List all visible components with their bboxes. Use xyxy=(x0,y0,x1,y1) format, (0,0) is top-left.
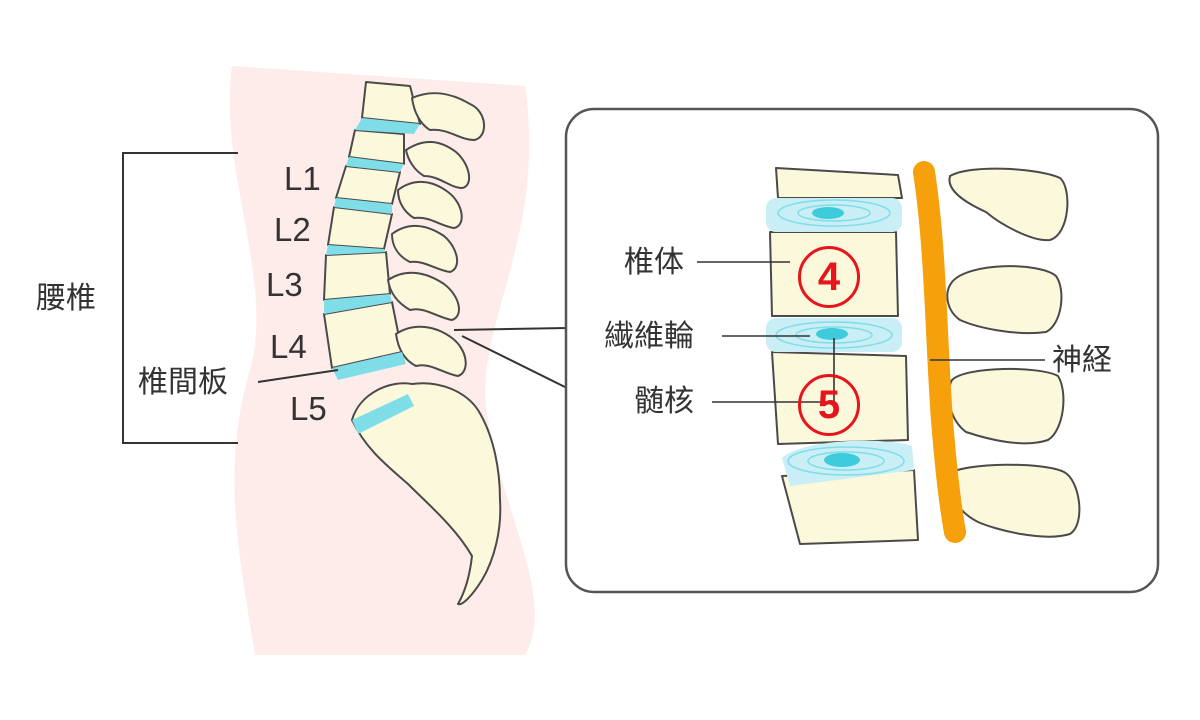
vertebra-l4 xyxy=(323,251,391,301)
vertebra-l3 xyxy=(327,206,393,250)
disc-s1 xyxy=(352,394,414,434)
nerve-fiber xyxy=(913,161,966,543)
disc-leader-line xyxy=(257,369,339,383)
label-lumbar: 腰椎 xyxy=(36,281,96,316)
callout-line-upper xyxy=(453,327,568,331)
detail-disc-upper xyxy=(766,198,902,232)
detail-process-2 xyxy=(946,265,1063,335)
disc-t12-l1 xyxy=(355,118,420,134)
detail-process-4 xyxy=(946,463,1081,538)
spine-column xyxy=(323,81,502,606)
label-vertebral-body: 椎体 xyxy=(624,245,684,280)
disc-l4-l5 xyxy=(324,294,392,314)
disc-l2-l3 xyxy=(334,198,392,214)
lumbar-bracket xyxy=(122,152,238,444)
process-l5 xyxy=(395,325,467,377)
detail-vertebra-top xyxy=(775,167,903,199)
label-l2: L2 xyxy=(274,211,311,248)
detail-process-1 xyxy=(948,167,1069,242)
process-l3 xyxy=(391,225,459,273)
vertebra-t12 xyxy=(361,81,421,125)
detail-disc-lower xyxy=(782,440,914,486)
sacrum xyxy=(351,382,502,606)
process-t12 xyxy=(411,92,485,141)
disc-l3-l4 xyxy=(326,245,386,255)
label-annulus: 繊維輪 xyxy=(604,319,694,354)
disc-group xyxy=(324,118,420,434)
disc-l5-s1 xyxy=(332,352,406,380)
label-l5: L5 xyxy=(290,390,327,427)
callout-line-lower xyxy=(461,335,568,389)
process-l1 xyxy=(405,141,471,189)
disc-l1-l2 xyxy=(346,157,404,172)
label-l4: L4 xyxy=(270,328,307,365)
detail-process-3 xyxy=(947,367,1065,445)
vertebra-l2 xyxy=(335,165,401,205)
process-l4 xyxy=(387,271,460,321)
label-nucleus: 髄核 xyxy=(634,384,694,419)
marker-4: 4 xyxy=(798,246,860,308)
detail-disc-middle xyxy=(766,318,902,352)
detail-discs xyxy=(766,198,914,486)
label-disc: 椎間板 xyxy=(138,365,228,400)
marker-5: 5 xyxy=(798,374,860,436)
label-l1: L1 xyxy=(284,160,321,197)
label-nerve: 神経 xyxy=(1052,343,1112,378)
label-l3: L3 xyxy=(266,266,303,303)
process-l2 xyxy=(397,181,463,229)
